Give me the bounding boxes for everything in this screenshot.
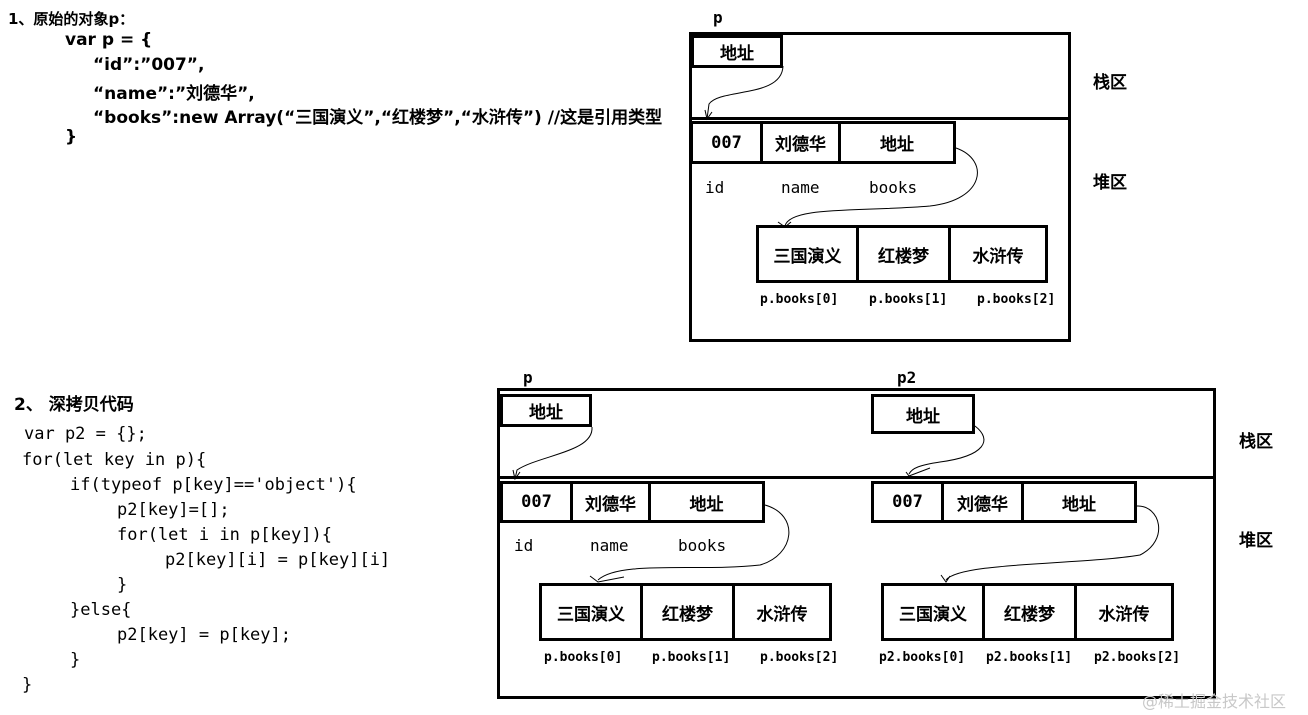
book-cell: 三国演义 <box>542 586 643 638</box>
books-address-cell: 地址 <box>1062 494 1096 515</box>
index-label: p.books[1] <box>652 650 731 665</box>
book-cell: 水浒传 <box>1098 604 1150 625</box>
stack-heap-divider <box>689 117 1071 120</box>
code-line: } <box>65 127 78 147</box>
index-label: p2.books[2] <box>1094 650 1181 665</box>
stack-address-box-p: 地址 <box>500 394 592 427</box>
index-label: p.books[1] <box>869 292 948 307</box>
code-line: “id”:”007”, <box>93 55 205 75</box>
books-address-cell: 地址 <box>689 494 724 515</box>
index-label: p.books[2] <box>760 650 839 665</box>
memory-frame <box>689 32 1071 342</box>
code-line: var p = { <box>65 30 153 50</box>
field-label-name: name <box>590 536 629 555</box>
stack-address-box: 地址 <box>691 35 783 68</box>
code-line: var p2 = {}; <box>24 424 147 444</box>
books-array-cells-p: 三国演义 红楼梦 水浒传 <box>539 583 832 641</box>
object-cells: 007 刘德华 地址 <box>690 121 956 164</box>
stack-zone-label: 栈区 <box>1239 432 1273 452</box>
field-label-id: id <box>705 178 725 197</box>
stack-address-box-p2: 地址 <box>871 394 975 434</box>
id-cell: 007 <box>693 124 763 161</box>
book-cell: 红楼梦 <box>985 586 1077 638</box>
index-label: p.books[2] <box>977 292 1056 307</box>
code-line: } <box>70 650 81 670</box>
books-address-cell: 地址 <box>880 135 914 155</box>
books-array-cells: 三国演义 红楼梦 水浒传 <box>756 225 1048 283</box>
id-cell: 007 <box>874 484 944 520</box>
code-line: p2[key] = p[key]; <box>117 625 291 645</box>
code-line: } <box>22 675 33 695</box>
variable-label-p: p <box>523 368 533 387</box>
index-label: p2.books[0] <box>879 650 966 665</box>
watermark-text: @稀土掘金技术社区 <box>1142 692 1287 711</box>
code-line: p2[key][i] = p[key][i] <box>165 550 391 570</box>
name-cell: 刘德华 <box>944 484 1024 520</box>
code-line: “name”:”刘德华”, <box>93 84 255 104</box>
index-label: p.books[0] <box>544 650 623 665</box>
section2-heading: 2、 深拷贝代码 <box>14 395 134 415</box>
book-cell: 红楼梦 <box>859 228 951 280</box>
book-cell: 水浒传 <box>756 604 808 625</box>
object-cells-p2: 007 刘德华 地址 <box>871 481 1137 523</box>
name-cell: 刘德华 <box>763 124 841 161</box>
book-cell: 三国演义 <box>884 586 985 638</box>
code-line: for(let i in p[key]){ <box>117 525 332 545</box>
id-cell: 007 <box>503 484 573 520</box>
heap-zone-label: 堆区 <box>1093 173 1127 193</box>
section1-heading: 1、原始的对象p： <box>8 10 135 28</box>
index-label: p2.books[1] <box>986 650 1073 665</box>
code-line: for(let key in p){ <box>22 450 207 470</box>
code-line: if(typeof p[key]=='object'){ <box>70 475 357 495</box>
book-cell: 水浒传 <box>972 246 1024 267</box>
name-cell: 刘德华 <box>573 484 651 520</box>
field-label-id: id <box>514 536 534 555</box>
heap-zone-label: 堆区 <box>1239 531 1273 551</box>
object-cells-p: 007 刘德华 地址 <box>500 481 765 523</box>
index-label: p.books[0] <box>760 292 839 307</box>
code-line: } <box>117 575 128 595</box>
memory-frame <box>497 388 1216 699</box>
field-label-books: books <box>678 536 727 555</box>
book-cell: 三国演义 <box>759 228 859 280</box>
stack-zone-label: 栈区 <box>1093 73 1127 93</box>
stack-heap-divider <box>497 476 1216 479</box>
code-line: }else{ <box>70 600 132 620</box>
book-cell: 红楼梦 <box>643 586 735 638</box>
code-line: “books”:new Array(“三国演义”,“红楼梦”,“水浒传”) //… <box>93 108 663 128</box>
code-line: p2[key]=[]; <box>117 500 230 520</box>
field-label-name: name <box>781 178 820 197</box>
field-label-books: books <box>869 178 918 197</box>
variable-label-p: p <box>713 8 723 27</box>
books-array-cells-p2: 三国演义 红楼梦 水浒传 <box>881 583 1174 641</box>
variable-label-p2: p2 <box>897 368 917 387</box>
